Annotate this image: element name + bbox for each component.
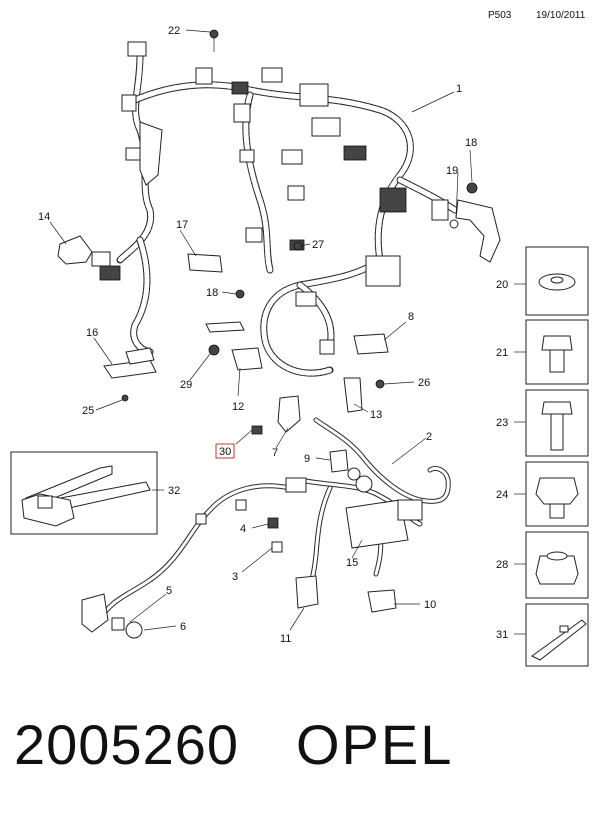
callout-24: 24 [496, 489, 508, 501]
callout-23: 23 [496, 417, 508, 429]
bracket-12 [205, 321, 263, 371]
part-box-20[interactable] [525, 246, 589, 316]
callout-9: 9 [304, 453, 310, 465]
fasteners [121, 29, 385, 553]
callout-4: 4 [240, 523, 246, 535]
callout-21: 21 [496, 347, 508, 359]
callout-5: 5 [166, 585, 172, 597]
callout-11: 11 [280, 633, 291, 645]
callout-18-mid: 18 [206, 287, 218, 299]
callout-29: 29 [180, 379, 192, 391]
harness-connectors [91, 41, 449, 355]
callout-32: 32 [168, 485, 180, 497]
callout-31: 31 [496, 629, 508, 641]
diagram-date: 19/10/2011 [536, 10, 586, 21]
wiring-harness-diagram: 22 1 18 19 14 17 27 18 8 16 29 26 12 25 … [10, 25, 589, 667]
callout-13: 13 [370, 409, 382, 421]
battery-harness-plate [139, 121, 163, 186]
callout-25: 25 [82, 405, 94, 417]
callout-18-top: 18 [465, 137, 477, 149]
bracket-18-19 [449, 182, 501, 263]
cable-tie-inset[interactable] [10, 451, 158, 535]
battery-cable-parts [81, 467, 423, 639]
callout-12: 12 [232, 401, 244, 413]
part-box-24[interactable] [525, 461, 589, 527]
brand-name: OPEL [296, 713, 454, 776]
bracket-14 [57, 235, 93, 265]
callout-10: 10 [424, 599, 436, 611]
callout-19: 19 [446, 165, 458, 177]
bracket-17 [187, 253, 223, 273]
bracket-7 [277, 395, 301, 433]
callout-1: 1 [456, 83, 462, 95]
callouts: 22 1 18 19 14 17 27 18 8 16 29 26 12 25 … [38, 25, 508, 645]
callout-26: 26 [418, 377, 430, 389]
callout-22: 22 [168, 25, 180, 37]
part-number: 2005260 [14, 713, 240, 776]
callout-28: 28 [496, 559, 508, 571]
callout-6: 6 [180, 621, 186, 633]
part-box-23[interactable] [525, 389, 589, 457]
callout-2: 2 [426, 431, 432, 443]
leader-lines [49, 29, 526, 635]
callout-3: 3 [232, 571, 238, 583]
callout-30: 30 [219, 446, 231, 458]
engine-harness[interactable] [116, 51, 459, 377]
callout-7: 7 [272, 447, 278, 459]
part-box-31[interactable] [525, 603, 589, 667]
callout-8: 8 [408, 311, 414, 323]
callout-15: 15 [346, 557, 358, 569]
callout-16: 16 [86, 327, 98, 339]
bracket-13 [343, 377, 363, 413]
callout-27: 27 [312, 239, 324, 251]
bracket-8 [353, 333, 389, 355]
bracket-9 [329, 449, 349, 473]
callout-14: 14 [38, 211, 50, 223]
callout-20: 20 [496, 279, 508, 291]
bracket-16 [103, 347, 157, 379]
part-box-28[interactable] [525, 531, 589, 599]
diagram-code: P503 [488, 10, 512, 21]
callout-30-highlight [215, 443, 235, 459]
callout-17: 17 [176, 219, 188, 231]
part-box-21[interactable] [525, 319, 589, 385]
